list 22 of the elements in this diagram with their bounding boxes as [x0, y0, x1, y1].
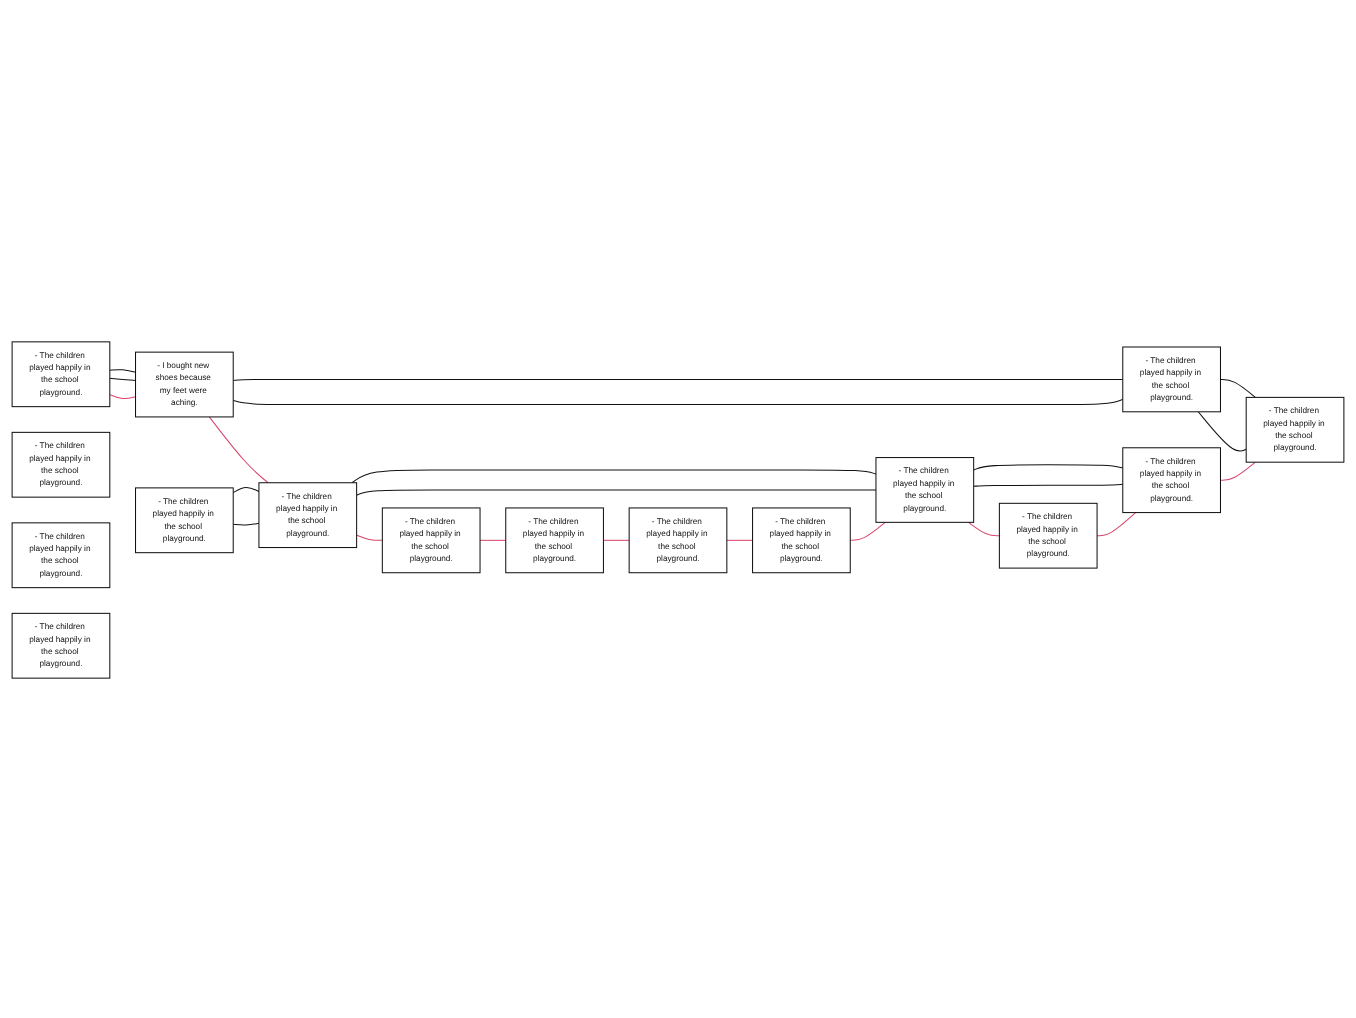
connector	[602, 538, 630, 540]
connector	[232, 377, 1124, 380]
connector	[479, 538, 507, 540]
connector	[109, 393, 137, 399]
connector	[232, 397, 1124, 405]
connector	[967, 520, 1000, 536]
connector	[232, 486, 260, 493]
connector	[1096, 511, 1137, 536]
connector	[356, 533, 383, 540]
connector	[109, 368, 137, 372]
connector	[726, 538, 754, 540]
connector	[849, 520, 886, 540]
connector	[1219, 460, 1256, 480]
connector	[208, 415, 269, 483]
connector	[109, 376, 137, 380]
connector	[1197, 410, 1247, 451]
connector	[973, 463, 1124, 470]
connector	[232, 521, 260, 525]
connector	[1219, 377, 1256, 397]
connector	[973, 482, 1124, 486]
connector	[356, 488, 877, 495]
connector	[351, 468, 877, 483]
